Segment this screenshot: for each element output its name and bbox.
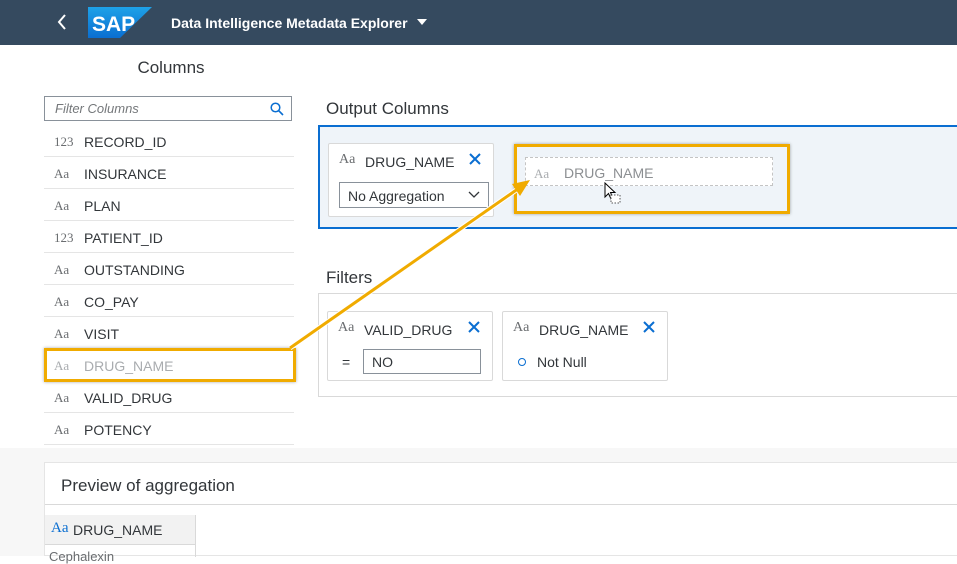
text-type-icon: Aa [54,390,70,405]
column-name: PATIENT_ID [84,230,163,246]
chevron-down-icon [468,191,480,198]
filter-condition-label[interactable]: Not Null [537,354,587,370]
close-icon [468,321,480,333]
filter-operator[interactable]: = [342,354,351,370]
column-item-dragging[interactable]: Aa DRUG_NAME [44,349,294,381]
column-name: DRUG_NAME [84,358,174,374]
text-type-icon: Aa [54,358,70,373]
filter-value-input[interactable] [363,349,481,374]
back-button[interactable] [52,11,74,33]
aggregation-select[interactable]: No Aggregation [339,182,489,208]
filter-columns-field[interactable] [44,96,292,121]
column-item[interactable]: Aa CO_PAY [44,285,294,317]
columns-title: Columns [137,58,205,77]
column-item[interactable]: 123 RECORD_ID [44,125,294,157]
text-type-icon: Aa [513,320,530,335]
radio-option[interactable] [518,358,526,366]
column-item[interactable]: Aa PLAN [44,189,294,221]
text-type-icon: Aa [54,326,70,341]
text-type-icon: Aa [54,198,70,213]
output-column-name: DRUG_NAME [365,154,455,170]
column-item[interactable]: Aa OUTSTANDING [44,253,294,285]
close-icon [643,321,655,333]
filters-panel[interactable]: Aa VALID_DRUG = Aa DRUG_NAME Not Null [318,293,957,397]
filter-columns-input[interactable] [45,97,280,120]
text-type-icon: Aa [54,262,70,277]
output-columns-title: Output Columns [326,99,449,118]
chevron-left-icon [57,14,66,30]
column-item[interactable]: 123 PATIENT_ID [44,221,294,253]
column-name: POTENCY [84,422,152,438]
filter-card: Aa VALID_DRUG = [327,311,493,381]
filter-column-name: VALID_DRUG [364,322,453,338]
remove-output-column-button[interactable] [467,152,483,168]
number-type-icon: 123 [54,230,74,245]
aggregation-value: No Aggregation [348,188,445,204]
text-type-icon: Aa [54,166,70,181]
preview-panel: Preview of aggregation Aa DRUG_NAME Ceph… [44,462,957,564]
shell-bar: SAP Data Intelligence Metadata Explorer [0,0,957,45]
column-item[interactable]: Aa VISIT [44,317,294,349]
column-name: PLAN [84,198,121,214]
column-item[interactable]: Aa VALID_DRUG [44,381,294,413]
remove-filter-button[interactable] [466,320,482,336]
column-name: CO_PAY [84,294,139,310]
app-title[interactable]: Data Intelligence Metadata Explorer [171,15,408,31]
preview-cell: Cephalexin [49,549,115,564]
divider [195,515,196,557]
drag-cursor-icon [604,182,621,204]
filters-title: Filters [326,268,373,287]
column-name: RECORD_ID [84,134,167,150]
filter-column-name: DRUG_NAME [539,322,629,338]
column-name: VISIT [84,326,120,342]
text-type-icon: Aa [54,422,70,437]
close-icon [469,153,481,165]
search-icon[interactable] [270,102,284,116]
filter-card: Aa DRUG_NAME Not Null [502,311,668,381]
text-type-icon: Aa [54,294,70,309]
preview-column-name: DRUG_NAME [73,522,163,538]
text-type-icon: Aa [534,166,550,181]
column-item[interactable]: Aa INSURANCE [44,157,294,189]
preview-title: Preview of aggregation [61,476,235,495]
column-name: VALID_DRUG [84,390,173,406]
text-type-icon: Aa [51,520,69,536]
drop-placeholder: Aa DRUG_NAME [525,157,773,186]
caret-down-icon[interactable] [415,15,429,29]
column-name: INSURANCE [84,166,167,182]
remove-filter-button[interactable] [641,320,657,336]
text-type-icon: Aa [338,320,355,335]
drop-placeholder-name: DRUG_NAME [564,165,654,181]
svg-text:SAP: SAP [92,13,135,36]
column-name: OUTSTANDING [84,262,185,278]
output-column-card: Aa DRUG_NAME No Aggregation [328,143,494,217]
preview-column-header[interactable]: Aa DRUG_NAME [45,515,195,545]
number-type-icon: 123 [54,134,74,149]
text-type-icon: Aa [339,152,356,167]
column-item[interactable]: Aa POTENCY [44,413,294,445]
divider [45,504,957,505]
sap-logo: SAP [88,7,152,38]
